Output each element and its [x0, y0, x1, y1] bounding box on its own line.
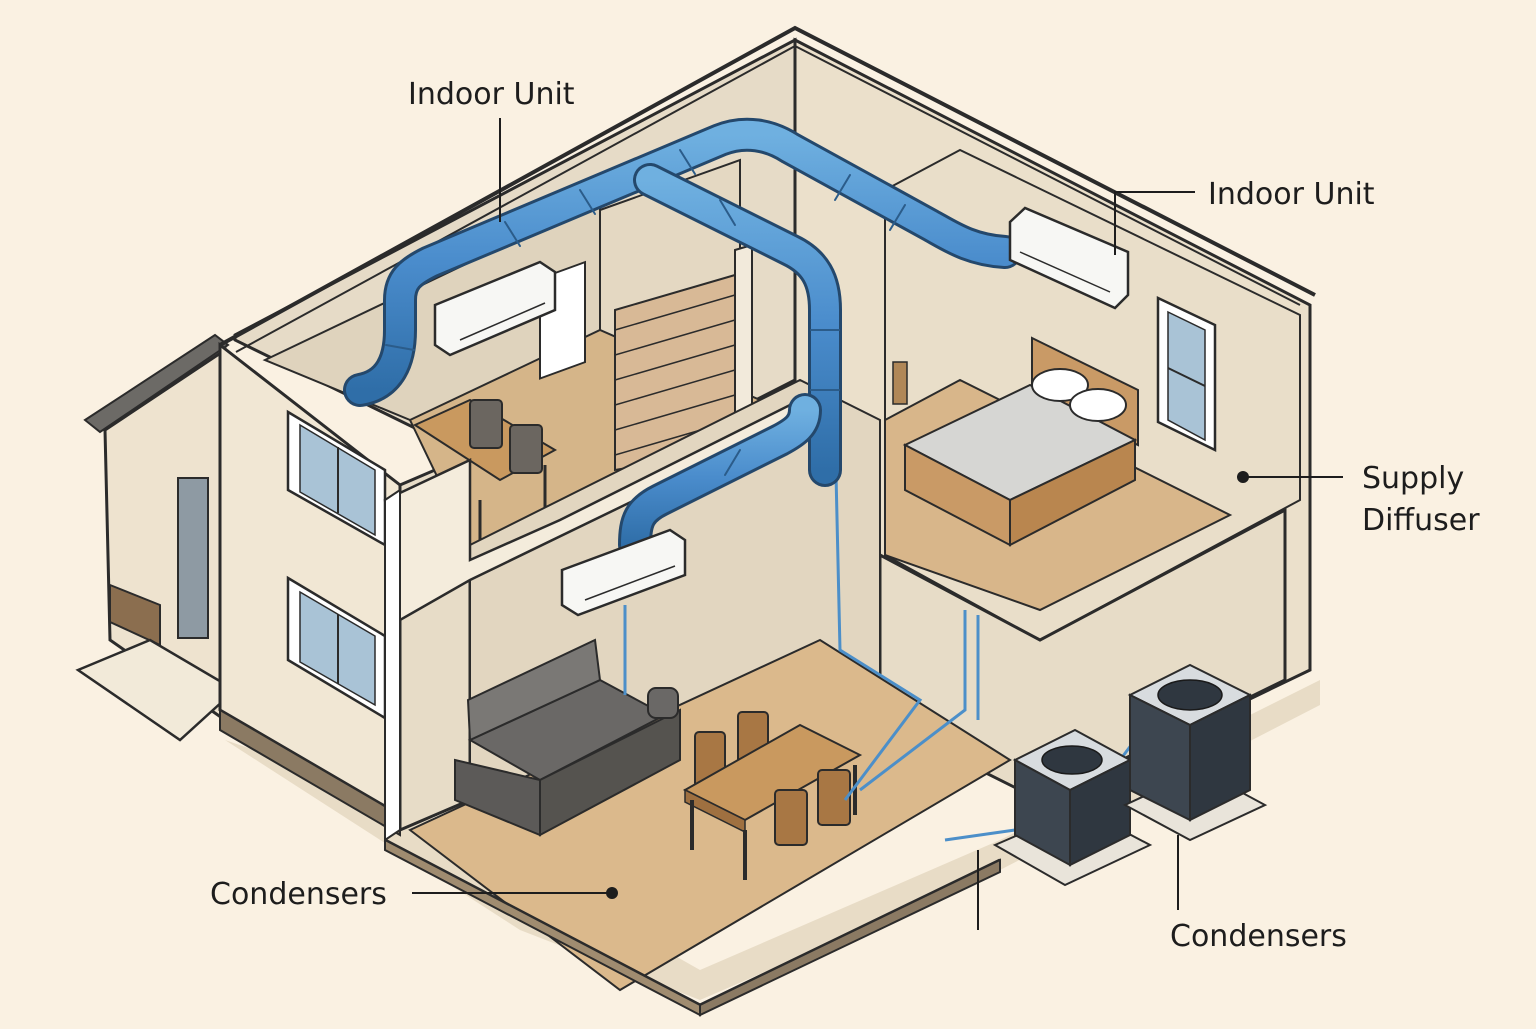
label-supply-diffuser-line2: Diffuser [1362, 503, 1480, 538]
window-lower [286, 575, 387, 721]
indoor-unit-downstairs [560, 528, 687, 617]
entry-annex [75, 333, 238, 742]
label-indoor-unit-upper: Indoor Unit [408, 77, 575, 112]
downstairs-living-room [383, 378, 1012, 992]
condenser-unit-back [1122, 663, 1268, 842]
sofa [454, 638, 681, 837]
indoor-unit-right [1008, 206, 1130, 310]
bedroom-window [1156, 296, 1217, 453]
front-wall-edges [384, 488, 1001, 1017]
condenser-floor-marker [606, 887, 618, 899]
label-indoor-unit-right: Indoor Unit [1208, 177, 1375, 212]
label-supply-diffuser-line1: Supply [1362, 461, 1464, 496]
staircase [614, 273, 736, 472]
entry-door [177, 477, 209, 639]
label-condensers-left: Condensers [210, 877, 387, 912]
label-condensers-right: Condensers [1170, 919, 1347, 954]
ductwork [343, 117, 1022, 562]
supply-diffuser-marker [1237, 471, 1249, 483]
bed [902, 336, 1139, 547]
leader-lines [412, 118, 1343, 930]
dining-table [682, 711, 863, 880]
indoor-unit-upper-left [433, 260, 557, 357]
condenser-unit-front [992, 728, 1153, 887]
upstairs-dining-table [412, 398, 558, 545]
